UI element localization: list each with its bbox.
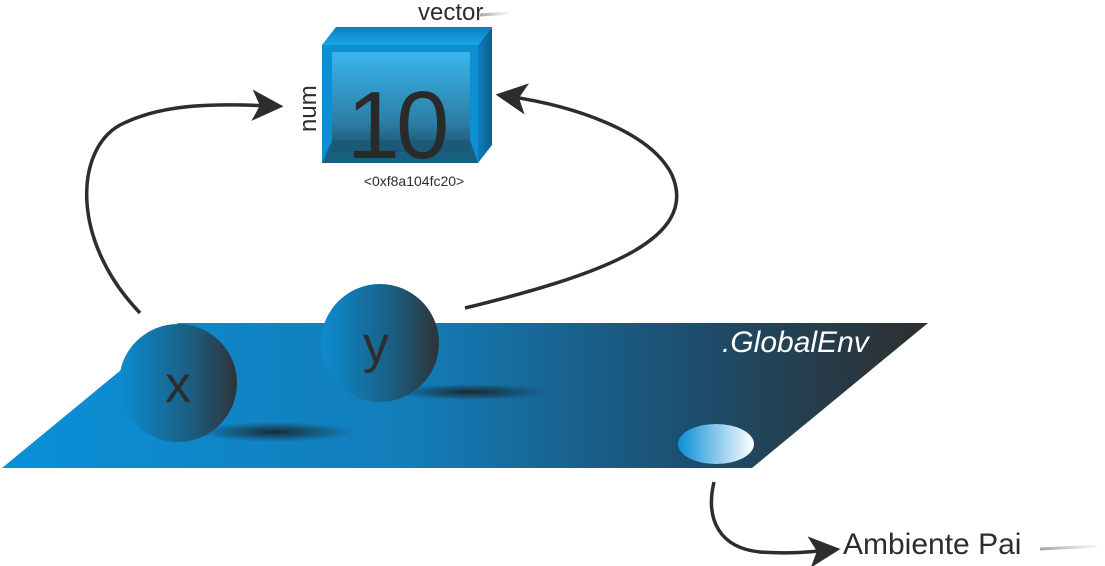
vector-box-top: [322, 27, 492, 45]
vector-value: 10: [347, 72, 446, 179]
binding-y-sphere: [321, 284, 439, 402]
parent-env-fade: [1039, 544, 1101, 551]
vector-box-side: [478, 27, 492, 163]
vector-mode-label: num: [295, 85, 322, 132]
vector-box: [322, 27, 492, 163]
arrow-y-to-vector: [464, 83, 679, 310]
x-shadow: [197, 422, 353, 442]
arrow-x-to-vector: [85, 89, 284, 315]
vector-type-fade: [479, 11, 511, 17]
vector-address: <0xf8a104fc20>: [364, 173, 464, 189]
vector-type-label: vector: [418, 0, 483, 26]
y-shadow: [392, 384, 548, 400]
arrow-to-parent-env: [709, 481, 841, 566]
binding-y-label: y: [363, 316, 389, 374]
environment-name: .GlobalEnv: [722, 326, 871, 359]
vector-box-floor: [322, 140, 478, 163]
vector-box-inner: [332, 52, 470, 152]
parent-env-label: Ambiente Pai: [843, 528, 1021, 561]
parent-env-portal: [678, 424, 754, 464]
binding-x-label: x: [165, 356, 191, 414]
binding-x-sphere: [119, 324, 237, 442]
